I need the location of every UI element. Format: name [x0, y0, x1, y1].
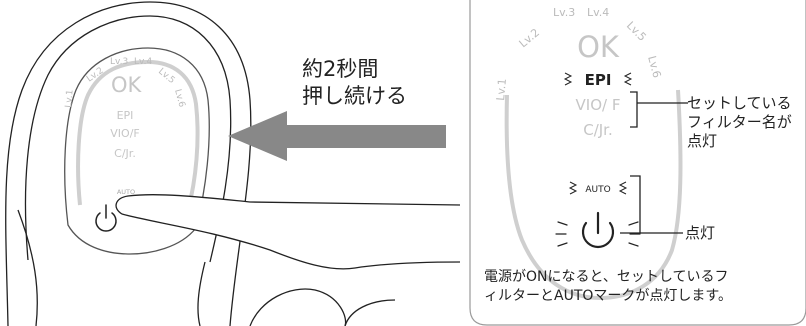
- filter-label-c: C/Jr.: [114, 147, 136, 160]
- panel-caption-line-2: ィルターとAUTOマークが点灯します。: [484, 288, 732, 304]
- panel-filters: EPI VIO/ F C/Jr.: [576, 71, 621, 139]
- filter-label-epi: EPI: [117, 109, 134, 122]
- power-bracket: [620, 175, 683, 234]
- filter-annotation: セットしている フィルター名が 点灯: [687, 94, 792, 151]
- auto-light-rays: [568, 181, 628, 195]
- level-label: Lv.3: [553, 6, 575, 19]
- panel-caption-line-1: 電源がONになると、セットしているフ: [484, 269, 729, 285]
- instruction-line-1: 約2秒間: [302, 57, 379, 81]
- device-lower-right: [197, 261, 206, 326]
- panel-ok-indicator: OK: [577, 30, 620, 64]
- filter-annotation-line-2: フィルター名が: [687, 113, 792, 131]
- level-label: Lv.3: [110, 57, 128, 67]
- level-label: Lv.5: [624, 19, 649, 44]
- level-label: Lv.6: [645, 54, 663, 79]
- device-light-ring: [76, 59, 200, 211]
- level-label: Lv.2: [517, 26, 542, 50]
- filter-label-vio: VIO/F: [110, 127, 139, 140]
- panel-frame: [469, 0, 806, 326]
- panel-filter-vio: VIO/ F: [576, 96, 621, 114]
- device-left: [5, 1, 252, 326]
- level-label: Lv.1: [64, 89, 76, 108]
- panel-device-outline: [504, 89, 683, 301]
- direction-arrow: [228, 111, 446, 161]
- panel-power-icon: [581, 211, 615, 249]
- power-annotation: 点灯: [685, 224, 716, 242]
- device-lower-left: [17, 209, 38, 326]
- power-light-rays: [555, 221, 641, 247]
- level-label: Lv.1: [494, 78, 509, 101]
- instruction-text: 約2秒間 押し続ける: [302, 56, 407, 110]
- filter-bracket: [630, 91, 688, 128]
- instruction-line-2: 押し続ける: [302, 84, 407, 108]
- device-left-filters: EPI VIO/F C/Jr.: [110, 109, 139, 160]
- device-front-panel: [64, 47, 210, 255]
- filter-annotation-line-1: セットしている: [687, 94, 792, 112]
- filter-annotation-line-3: 点灯: [687, 132, 718, 150]
- auto-indicator: AUTO: [117, 188, 135, 196]
- finger-hand: [115, 194, 461, 326]
- panel-filter-epi: EPI: [585, 71, 612, 89]
- epi-light-rays: [563, 72, 633, 86]
- power-icon: [95, 204, 117, 232]
- level-label: Lv.4: [587, 6, 609, 19]
- panel-filter-c: C/Jr.: [583, 121, 613, 139]
- level-label: Lv.4: [134, 57, 153, 67]
- device-inner-outline: [24, 15, 232, 263]
- level-label: Lv.6: [172, 88, 186, 108]
- device-body-outline: [5, 1, 252, 326]
- panel-auto-indicator: AUTO: [585, 185, 610, 195]
- panel-caption: 電源がONになると、セットしているフ ィルターとAUTOマークが点灯します。: [484, 268, 732, 306]
- ok-indicator: OK: [111, 73, 143, 97]
